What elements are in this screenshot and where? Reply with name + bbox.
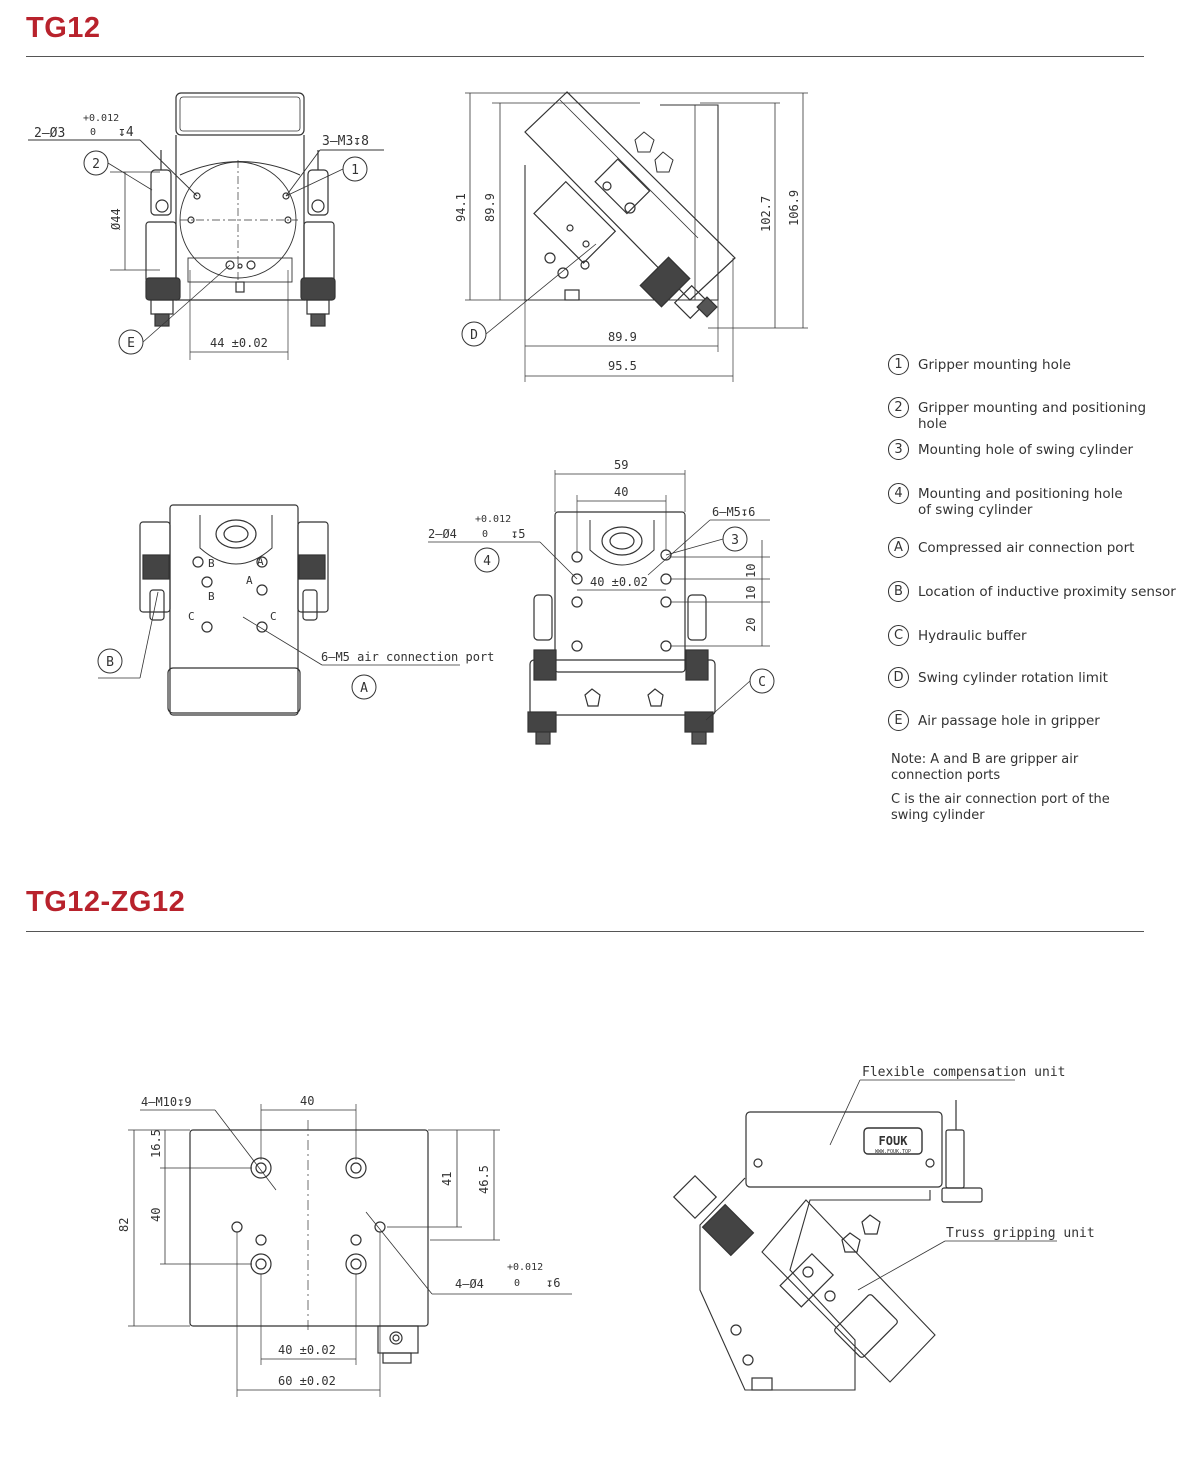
legend-text: Air passage hole in gripper xyxy=(918,713,1100,729)
legend-text: Mounting hole of swing cylinder xyxy=(918,442,1134,458)
legend-key: 1 xyxy=(888,354,909,375)
thread-label: 6—M5↧6 xyxy=(712,505,755,519)
legend-key: B xyxy=(888,581,909,602)
section-divider xyxy=(26,56,1144,57)
drawing-mounting-plate: 40 4—M10↧9 82 16.5 40 41 46.5 4—Ø4 +0.01… xyxy=(117,1094,572,1397)
legend-item: A Compressed air connection port xyxy=(888,537,1178,558)
section-divider xyxy=(26,931,1144,932)
logo-subtext: WWW.FOUK.TOP xyxy=(875,1149,911,1155)
callout-E: E xyxy=(127,336,135,351)
dim-82: 82 xyxy=(117,1218,131,1232)
section-title-tg12: TG12 xyxy=(26,12,101,44)
dim-20: 20 xyxy=(744,618,758,632)
drawing-assembly: FOUK WWW.FOUK.TOP Flexible compensation … xyxy=(672,1065,1095,1391)
port-letter-a: A xyxy=(257,555,264,568)
legend-item: 2 Gripper mounting and positioning hole xyxy=(888,397,1178,432)
port-letter-c: C xyxy=(188,610,195,623)
dim-width-1: 89.9 xyxy=(608,330,637,344)
note-text: C is the air connection port of the swin… xyxy=(891,792,1110,823)
dim-width-2: 95.5 xyxy=(608,359,637,373)
tolerance-upper: +0.012 xyxy=(475,514,511,525)
hole-label: 2—Ø4 xyxy=(428,527,457,541)
legend-text: Location of inductive proximity sensor xyxy=(918,584,1176,600)
dim-height-2: 89.9 xyxy=(483,193,497,222)
legend-item: E Air passage hole in gripper xyxy=(888,710,1178,731)
callout-1: 1 xyxy=(351,163,359,178)
label-flexible-unit: Flexible compensation unit xyxy=(862,1065,1066,1080)
dim-40: 40 xyxy=(614,485,628,499)
dim-height-4: 106.9 xyxy=(787,190,801,226)
dim-40-left: 40 xyxy=(149,1208,163,1222)
tolerance-lower: 0 xyxy=(482,529,488,540)
drawing-bottom-view: B B A A C C B 6—M5 air connection port A xyxy=(97,504,494,716)
thread-label: 3—M3↧8 xyxy=(322,134,369,149)
legend-text: Hydraulic buffer xyxy=(918,628,1027,644)
legend-text: Mounting and positioning hole of swing c… xyxy=(918,486,1123,518)
callout-C: C xyxy=(758,675,766,690)
tolerance-lower: 0 xyxy=(514,1278,520,1289)
port-letter-b: B xyxy=(208,590,215,603)
diameter-label: Ø44 xyxy=(109,208,123,230)
legend-item: B Location of inductive proximity sensor xyxy=(888,581,1178,602)
dim-40-top: 40 xyxy=(300,1094,314,1108)
callout-A: A xyxy=(360,681,368,696)
depth-symbol: ↧6 xyxy=(546,1276,560,1290)
dim-height-3: 102.7 xyxy=(759,196,773,232)
legend-key: 2 xyxy=(888,397,909,418)
port-letter-a: A xyxy=(246,574,253,587)
note-text: Note: A and B are gripper air connection… xyxy=(891,752,1079,783)
tolerance-upper: +0.012 xyxy=(83,113,119,124)
dim-46-5: 46.5 xyxy=(477,1165,491,1194)
thread-label: 4—M10↧9 xyxy=(141,1095,192,1109)
legend-item: D Swing cylinder rotation limit xyxy=(888,667,1178,688)
label-truss-unit: Truss gripping unit xyxy=(946,1226,1095,1241)
legend-text: Swing cylinder rotation limit xyxy=(918,670,1108,686)
hole-label: 2—Ø3 xyxy=(34,126,65,141)
dim-59: 59 xyxy=(614,458,628,472)
drawing-rear-view: 59 40 40 ±0.02 6—M5↧6 2—Ø4 +0.012 0 ↧5 4… xyxy=(428,458,775,745)
spacing-40: 40 ±0.02 xyxy=(278,1343,336,1357)
port-letter-b: B xyxy=(208,557,215,570)
drawing-front-view: 2—Ø3 +0.012 0 ↧4 3—M3↧8 2 1 Ø44 44 ±0.02… xyxy=(28,92,384,360)
drawing-side-view: 94.1 89.9 102.7 106.9 89.9 95.5 D xyxy=(454,91,808,382)
legend-key: C xyxy=(888,625,909,646)
legend-key: D xyxy=(888,667,909,688)
port-label: 6—M5 air connection port xyxy=(321,650,494,664)
depth-symbol: ↧5 xyxy=(511,527,525,541)
callout-4: 4 xyxy=(483,554,491,569)
legend-text: Compressed air connection port xyxy=(918,540,1135,556)
spacing-60: 60 ±0.02 xyxy=(278,1374,336,1388)
legend-key: A xyxy=(888,537,909,558)
legend-item: 3 Mounting hole of swing cylinder xyxy=(888,439,1178,460)
legend-text: Gripper mounting hole xyxy=(918,357,1071,373)
spacing-label: 40 ±0.02 xyxy=(590,575,648,589)
hole-label: 4—Ø4 xyxy=(455,1277,484,1291)
dim-41: 41 xyxy=(440,1172,454,1186)
legend-item: 1 Gripper mounting hole xyxy=(888,354,1178,375)
legend-item: C Hydraulic buffer xyxy=(888,625,1178,646)
tolerance-lower: 0 xyxy=(90,127,96,138)
spacing-label: 44 ±0.02 xyxy=(210,336,268,350)
callout-D: D xyxy=(470,328,478,343)
legend-key: 3 xyxy=(888,439,909,460)
logo-text: FOUK xyxy=(879,1134,909,1148)
legend-text: Gripper mounting and positioning hole xyxy=(918,400,1147,432)
dim-16-5: 16.5 xyxy=(149,1129,163,1158)
callout-B: B xyxy=(106,655,114,670)
depth-symbol: ↧4 xyxy=(118,125,134,140)
legend-item: 4 Mounting and positioning hole of swing … xyxy=(888,483,1133,518)
legend-key: E xyxy=(888,710,909,731)
section-title-tg12-zg12: TG12-ZG12 xyxy=(26,886,186,918)
callout-3: 3 xyxy=(731,533,739,548)
callout-2: 2 xyxy=(92,157,100,172)
tolerance-upper: +0.012 xyxy=(507,1262,543,1273)
dim-10: 10 xyxy=(744,564,758,578)
legend-key: 4 xyxy=(888,483,909,504)
dim-height-1: 94.1 xyxy=(454,193,468,222)
dim-10: 10 xyxy=(744,586,758,600)
port-letter-c: C xyxy=(270,610,277,623)
